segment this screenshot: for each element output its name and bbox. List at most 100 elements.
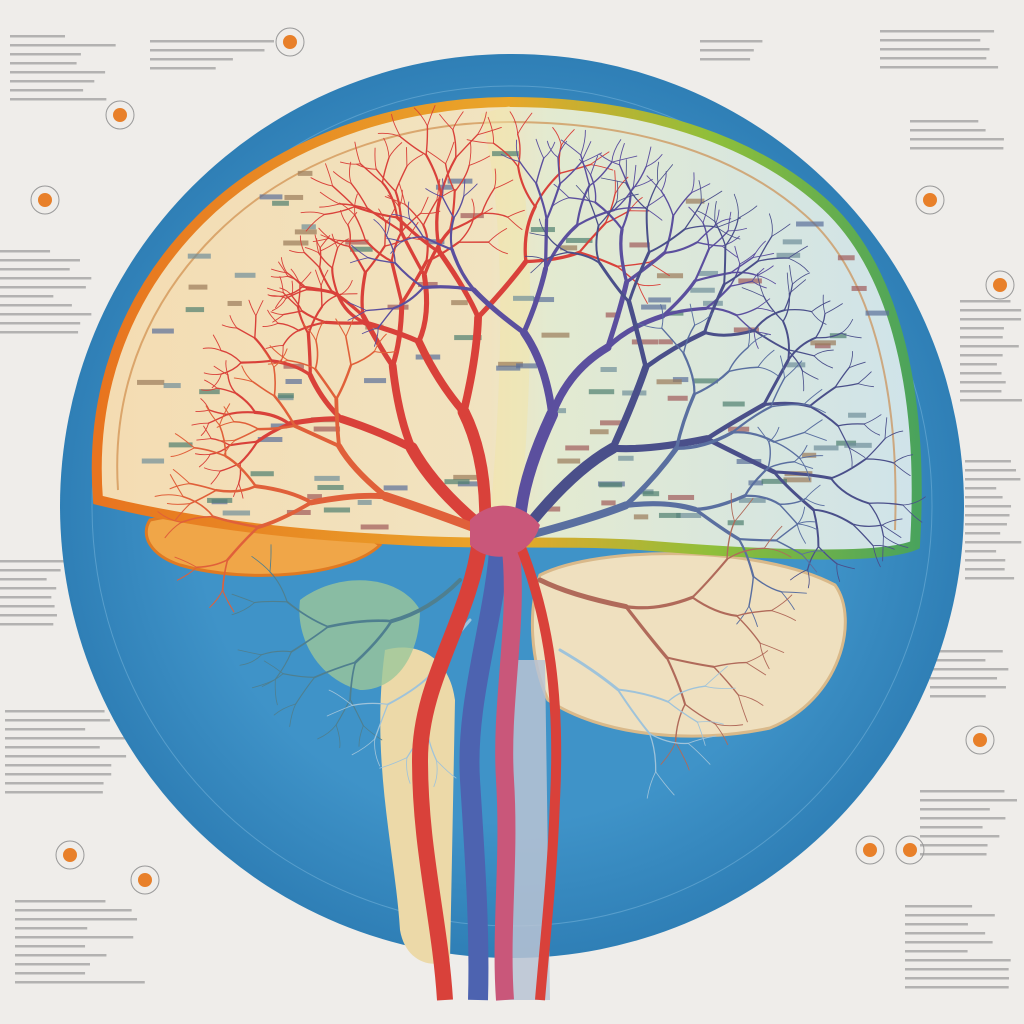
vessel-branch (374, 327, 379, 347)
vessel-branch (552, 127, 562, 146)
vessel-branch (763, 296, 784, 322)
brain-label (360, 524, 389, 530)
vessel-branch (475, 259, 529, 320)
brain-label (270, 423, 287, 429)
vessel-branch (422, 235, 454, 251)
brain-label (278, 393, 294, 399)
brain-label (698, 270, 719, 276)
vessel-branch (381, 492, 485, 535)
annotation-line (920, 799, 1017, 802)
vessel-branch (448, 190, 456, 232)
vessel-branch (374, 147, 377, 170)
vessel-branch (237, 649, 262, 656)
brain-label (727, 520, 744, 526)
brain-label (851, 285, 867, 291)
vessel-branch (488, 241, 508, 255)
vessel-branch (373, 351, 397, 354)
annotation-line (700, 49, 754, 52)
vessel-branch (336, 292, 367, 325)
annotation-line (0, 322, 81, 325)
vessel-branch (851, 523, 874, 547)
brain-label (605, 312, 621, 318)
vessel-branch (164, 521, 182, 539)
vessel-branch (386, 675, 430, 706)
vessel-branch (262, 322, 279, 327)
vessel-branch (840, 318, 854, 334)
vessel-branch (605, 313, 666, 350)
vessel-branch (317, 252, 333, 269)
vessel-branch (729, 280, 753, 287)
annotation-circle (105, 100, 135, 130)
brain-label (802, 452, 817, 458)
vessel-branch (347, 224, 351, 248)
annotation-line (960, 318, 1022, 321)
annotation-line (5, 764, 112, 767)
annotation-line (0, 614, 57, 617)
vessel-branch (714, 200, 717, 222)
brain-label (844, 442, 872, 448)
vessel-branch (661, 327, 685, 354)
vessel-branch (805, 484, 821, 500)
brain-label (848, 412, 867, 418)
vessel-branch (696, 721, 724, 725)
annotation-line (880, 66, 999, 69)
annotation-line (920, 844, 988, 847)
annotation-line (965, 532, 1001, 535)
vessel-branch (319, 191, 341, 205)
vessel-branch (217, 439, 237, 442)
vessel-branch (734, 245, 741, 265)
vessel-branch (427, 150, 447, 165)
vessel-branch (688, 206, 704, 224)
vessel-branch (787, 245, 808, 259)
annotation-line (10, 44, 116, 47)
central-junction (470, 505, 540, 557)
vessel-branch (404, 203, 425, 226)
brain-label (541, 332, 570, 338)
vessel-branch (367, 257, 396, 264)
vessel-branch (248, 299, 257, 317)
vessel-branch (703, 282, 726, 334)
vessel-branch (893, 462, 911, 477)
vessel-branch (366, 207, 402, 232)
vessel-branch (624, 604, 669, 660)
vessel-branch (808, 405, 840, 427)
annotation-line (0, 286, 86, 289)
vessel-branch (416, 272, 430, 345)
vessel-branch (737, 694, 748, 723)
annotation-dot (903, 843, 917, 857)
vessel-branch (182, 495, 214, 518)
vessel-branch (435, 759, 457, 779)
vessel-branch (176, 566, 198, 581)
vessel-branch (463, 179, 466, 197)
annotation-line (0, 277, 92, 280)
vessel-branch (609, 363, 650, 452)
annotation-line (965, 523, 1007, 526)
vessel-branch (604, 193, 616, 224)
vessel-branch (354, 619, 393, 664)
side-annotations (0, 27, 1022, 989)
vessel-branch (476, 126, 502, 136)
brain-label (323, 507, 351, 513)
annotation-line (965, 568, 1005, 571)
vessel-branch (303, 251, 321, 269)
vessel-branch (384, 236, 410, 247)
trunk-pink-vessel (494, 538, 522, 1001)
vessel-branch (392, 286, 425, 310)
vessel-branch (675, 741, 690, 771)
annotation-line (880, 57, 987, 60)
vessel-branch (273, 394, 296, 428)
vessel-branch (234, 428, 260, 441)
vessel-branch (713, 661, 748, 668)
vessel-branch (691, 596, 738, 617)
vessel-branch (401, 236, 424, 243)
vessel-branch (525, 255, 545, 261)
vessel-branch (881, 524, 902, 538)
vessel-branch (381, 181, 399, 219)
annotation-line (0, 587, 57, 590)
vessel-branch (736, 609, 773, 617)
vessel-branch (627, 250, 651, 304)
vessel-branch (757, 426, 770, 443)
vessel-branch (824, 303, 843, 315)
vessel-branch (218, 424, 227, 457)
vessel-branch (884, 417, 888, 440)
